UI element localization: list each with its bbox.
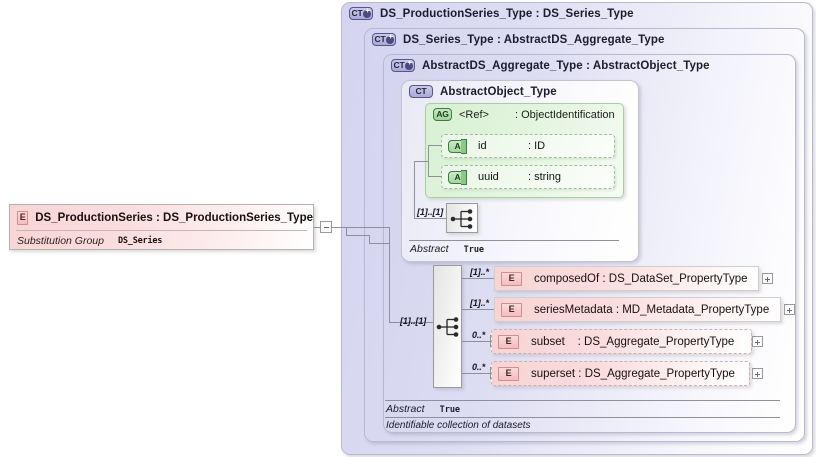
attribute-uuid[interactable]: A uuid : string bbox=[441, 165, 615, 189]
plus-box-icon[interactable] bbox=[784, 304, 795, 315]
element-icon: E bbox=[501, 271, 522, 286]
attribute-id[interactable]: A id : ID bbox=[441, 134, 615, 158]
outer-sequence-box[interactable] bbox=[433, 265, 462, 388]
connector-line bbox=[389, 322, 446, 323]
substitution-group-value: DS_Series bbox=[117, 236, 163, 246]
plus-box-icon[interactable] bbox=[762, 273, 773, 284]
connector-line bbox=[369, 235, 370, 243]
element-row-superset[interactable]: E superset : DS_Aggregate_PropertyType bbox=[491, 361, 750, 386]
element-label: composedOf : DS_DataSet_PropertyType bbox=[534, 272, 748, 285]
panel-title: AbstractDS_Aggregate_Type : AbstractObje… bbox=[422, 59, 710, 72]
element-cardinality: [1]..* bbox=[470, 298, 489, 308]
sequence-icon bbox=[436, 317, 459, 337]
complextype-plus-icon: CT bbox=[391, 59, 415, 72]
root-element-title: DS_ProductionSeries : DS_ProductionSerie… bbox=[35, 211, 313, 224]
element-row-seriesmetadata[interactable]: E seriesMetadata : MD_Metadata_PropertyT… bbox=[494, 297, 781, 322]
element-cardinality: 0..* bbox=[472, 362, 486, 372]
sequence-icon bbox=[450, 209, 473, 229]
element-row-composedof[interactable]: E composedOf : DS_DataSet_PropertyType bbox=[494, 266, 759, 291]
documentation-text: Identifiable collection of datasets bbox=[386, 420, 531, 431]
connector-line bbox=[314, 227, 320, 228]
complextype-icon: CT bbox=[409, 85, 433, 98]
attribute-type: : string bbox=[528, 171, 562, 183]
substitution-group-row: Substitution Group DS_Series bbox=[17, 232, 309, 250]
inner-footer-rule bbox=[409, 240, 619, 241]
plus-box-icon[interactable] bbox=[752, 368, 763, 379]
connector-line bbox=[346, 235, 369, 236]
panel-title: DS_Series_Type : AbstractDS_Aggregate_Ty… bbox=[403, 33, 665, 46]
connector-line bbox=[346, 227, 347, 235]
element-label: subset : DS_Aggregate_PropertyType bbox=[531, 335, 735, 348]
connector-line bbox=[462, 309, 494, 310]
connector-line bbox=[490, 367, 491, 379]
complextype-plus-icon: CT bbox=[372, 33, 396, 46]
attribute-type: : ID bbox=[528, 140, 546, 152]
minus-box-icon[interactable] bbox=[320, 221, 332, 233]
attribute-name: uuid bbox=[478, 171, 499, 183]
inner-abstract-row: Abstract True bbox=[410, 243, 484, 255]
outer-sequence-cardinality: [1]..[1] bbox=[400, 316, 427, 326]
attributegroup-icon: AG bbox=[433, 108, 452, 121]
substitution-group-label: Substitution Group bbox=[17, 235, 104, 247]
inner-sequence-cardinality: [1]..[1] bbox=[417, 207, 444, 217]
abstract-value: True bbox=[463, 245, 485, 255]
outer-footer-rule bbox=[385, 400, 780, 401]
abstract-label: Abstract bbox=[386, 403, 425, 415]
connector-line bbox=[414, 218, 446, 219]
divider bbox=[16, 230, 307, 231]
connector-line bbox=[428, 145, 429, 177]
outer-doc-rule bbox=[385, 417, 780, 418]
element-icon: E bbox=[498, 334, 519, 349]
connector-line bbox=[428, 176, 442, 177]
outer-abstract-row: Abstract True bbox=[386, 403, 460, 415]
connector-line bbox=[389, 227, 390, 322]
root-element-ds-productionseries[interactable]: E DS_ProductionSeries : DS_ProductionSer… bbox=[9, 204, 314, 250]
connector-line bbox=[462, 341, 490, 342]
attribute-name: id bbox=[478, 140, 487, 152]
connector-line bbox=[414, 161, 428, 162]
element-row-subset[interactable]: E subset : DS_Aggregate_PropertyType bbox=[491, 329, 752, 354]
element-icon: E bbox=[501, 302, 522, 317]
inner-sequence-box[interactable] bbox=[446, 203, 478, 233]
connector-line bbox=[346, 227, 389, 228]
connector-line bbox=[369, 243, 389, 244]
attribute-icon: A bbox=[448, 170, 468, 186]
connector-line bbox=[332, 227, 346, 228]
panel-title: DS_ProductionSeries_Type : DS_Series_Typ… bbox=[380, 7, 634, 20]
element-cardinality: 0..* bbox=[472, 330, 486, 340]
connector-line bbox=[490, 335, 491, 347]
connector-line bbox=[428, 145, 442, 146]
complextype-plus-icon: CT bbox=[349, 7, 373, 20]
element-cardinality: [1]..* bbox=[470, 267, 489, 277]
element-label: seriesMetadata : MD_Metadata_PropertyTyp… bbox=[534, 303, 770, 316]
panel-title: AbstractObject_Type bbox=[440, 85, 557, 98]
abstract-value: True bbox=[439, 405, 461, 415]
abstract-label: Abstract bbox=[410, 243, 449, 255]
attribute-group-ref: <Ref> bbox=[459, 108, 489, 121]
element-icon: E bbox=[17, 210, 29, 225]
connector-line bbox=[462, 278, 494, 279]
element-icon: E bbox=[498, 366, 519, 381]
attribute-group-type: : ObjectIdentification bbox=[514, 108, 615, 121]
root-element-header: E DS_ProductionSeries : DS_ProductionSer… bbox=[10, 205, 313, 230]
panel-header: CT AbstractObject_Type bbox=[409, 85, 557, 98]
panel-header: CT DS_ProductionSeries_Type : DS_Series_… bbox=[349, 7, 634, 20]
element-label: superset : DS_Aggregate_PropertyType bbox=[531, 367, 735, 380]
plus-box-icon[interactable] bbox=[752, 336, 763, 347]
attribute-icon: A bbox=[448, 139, 468, 155]
attribute-group-header: AG <Ref> : ObjectIdentification bbox=[433, 108, 615, 121]
connector-line bbox=[414, 161, 415, 218]
panel-header: CT AbstractDS_Aggregate_Type : AbstractO… bbox=[391, 59, 710, 72]
connector-line bbox=[462, 373, 490, 374]
panel-header: CT DS_Series_Type : AbstractDS_Aggregate… bbox=[372, 33, 665, 46]
